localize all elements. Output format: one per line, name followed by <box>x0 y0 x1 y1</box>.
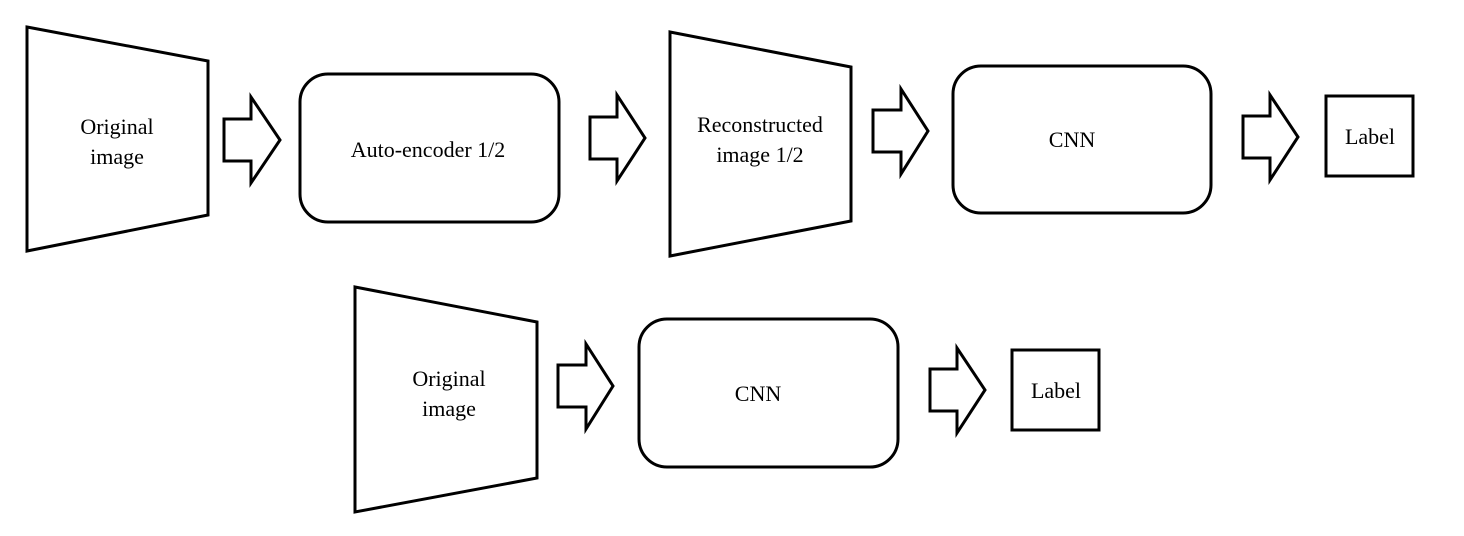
bottom-arrow-2-icon <box>928 343 987 439</box>
top-arrow-4-icon <box>1241 90 1300 186</box>
bottom-original-image-label-line1: Original <box>412 366 485 391</box>
top-label-text: Label <box>1345 124 1395 149</box>
top-original-image-label-line1: Original <box>80 114 153 139</box>
top-label-box <box>1324 94 1415 178</box>
top-cnn-box <box>951 64 1213 215</box>
bottom-cnn-node: CNN <box>637 317 900 469</box>
top-arrow-1-icon <box>222 92 282 188</box>
top-autoencoder-node: Auto-encoder 1/2 <box>298 72 561 224</box>
top-cnn-node: CNN <box>951 64 1213 215</box>
top-reconstructed-image-label-line1: Reconstructed <box>697 112 823 137</box>
bottom-label-box <box>1010 348 1101 432</box>
bottom-pipeline: Original image CNN Label <box>353 285 1101 514</box>
top-reconstructed-image-node: Reconstructed image 1/2 <box>668 30 853 258</box>
top-cnn-label: CNN <box>1049 127 1096 152</box>
top-original-image-shape <box>25 25 210 253</box>
bottom-original-image-label-line2: image <box>422 396 476 421</box>
bottom-cnn-label: CNN <box>735 381 782 406</box>
bottom-original-image-node: Original image <box>353 285 539 514</box>
top-pipeline: Original image Auto-encoder 1/2 Reconstr… <box>25 25 1415 258</box>
top-reconstructed-image-shape <box>668 30 853 258</box>
top-autoencoder-box <box>298 72 561 224</box>
bottom-arrow-1-icon <box>556 338 615 435</box>
top-arrow-2-icon <box>588 89 647 187</box>
top-original-image-label-line2: image <box>90 144 144 169</box>
bottom-label-text: Label <box>1031 378 1081 403</box>
top-original-image-node: Original image <box>25 25 210 253</box>
top-arrow-3-icon <box>871 83 930 180</box>
bottom-label-node: Label <box>1010 348 1101 432</box>
bottom-original-image-shape <box>353 285 539 514</box>
top-reconstructed-image-label-line2: image 1/2 <box>716 142 803 167</box>
top-autoencoder-label: Auto-encoder 1/2 <box>351 137 506 162</box>
top-label-node: Label <box>1324 94 1415 178</box>
bottom-cnn-box <box>637 317 900 469</box>
